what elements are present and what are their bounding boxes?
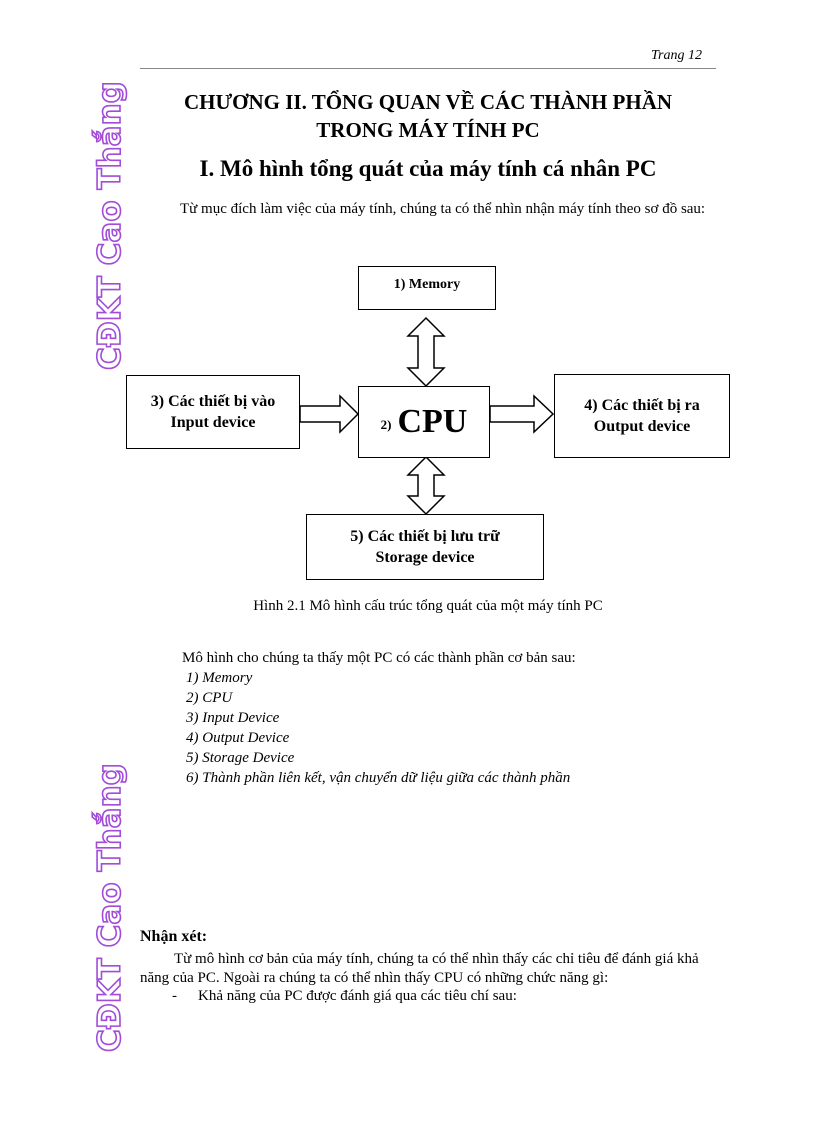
chapter-title-line1: CHƯƠNG II. TỔNG QUAN VỀ CÁC THÀNH PHẦN [183, 90, 673, 114]
watermark-bottom: CĐKT Cao Thắng [91, 762, 129, 1052]
memory-cpu-arrow [406, 316, 446, 388]
memory-label: 1) Memory [393, 277, 461, 292]
cpu-output-arrow [489, 394, 555, 434]
intro-paragraph: Từ mục đích làm việc của máy tính, chúng… [180, 201, 706, 217]
components-list: 1) Memory 2) CPU 3) Input Device 4) Outp… [186, 668, 570, 788]
page-number: Trang 12 [651, 48, 702, 63]
output-label-vi: 4) Các thiết bị ra [584, 397, 700, 414]
watermark-top: CĐKT Cao Thắng [91, 80, 129, 370]
memory-box: 1) Memory [358, 266, 496, 310]
list-item: 5) Storage Device [186, 750, 295, 766]
figure-caption: Hình 2.1 Mô hình cấu trúc tổng quát của … [253, 598, 603, 614]
storage-label-vi: 5) Các thiết bị lưu trữ [350, 528, 500, 545]
list-item: 1) Memory [186, 670, 253, 686]
list-item: 4) Output Device [186, 730, 290, 746]
note-bullet: - Khả năng của PC được đánh giá qua các t… [172, 988, 517, 1005]
storage-label-en: Storage device [375, 549, 475, 566]
list-item: 3) Input Device [186, 710, 280, 726]
output-device-box: 4) Các thiết bị ra Output device [554, 374, 730, 458]
chapter-title-line2: TRONG MÁY TÍNH PC [316, 118, 540, 142]
input-cpu-arrow [299, 394, 360, 434]
chapter-title: CHƯƠNG II. TỔNG QUAN VỀ CÁC THÀNH PHẦN T… [140, 88, 716, 144]
header-rule [140, 68, 716, 69]
bullet-text: Khả năng của PC được đánh giá qua các ti… [198, 988, 517, 1004]
output-label-en: Output device [593, 418, 691, 435]
input-label-vi: 3) Các thiết bị vào [150, 393, 276, 410]
cpu-label: CPU [397, 403, 468, 440]
components-intro: Mô hình cho chúng ta thấy một PC có các … [182, 650, 576, 666]
input-device-box: 3) Các thiết bị vào Input device [126, 375, 300, 449]
cpu-box: 2) CPU [358, 386, 490, 458]
input-label-en: Input device [170, 414, 256, 431]
note-paragraph: Từ mô hình cơ bản của máy tính, chúng ta… [140, 951, 699, 986]
cpu-storage-arrow [406, 455, 446, 516]
section-title: I. Mô hình tổng quát của máy tính cá nhâ… [199, 156, 657, 181]
storage-device-box: 5) Các thiết bị lưu trữ Storage device [306, 514, 544, 580]
list-item: 2) CPU [186, 690, 233, 706]
list-item: 6) Thành phần liên kết, vận chuyển dữ li… [186, 770, 571, 786]
bullet-dash: - [172, 988, 177, 1004]
cpu-number: 2) [380, 417, 392, 432]
note-heading: Nhận xét: [140, 928, 208, 945]
